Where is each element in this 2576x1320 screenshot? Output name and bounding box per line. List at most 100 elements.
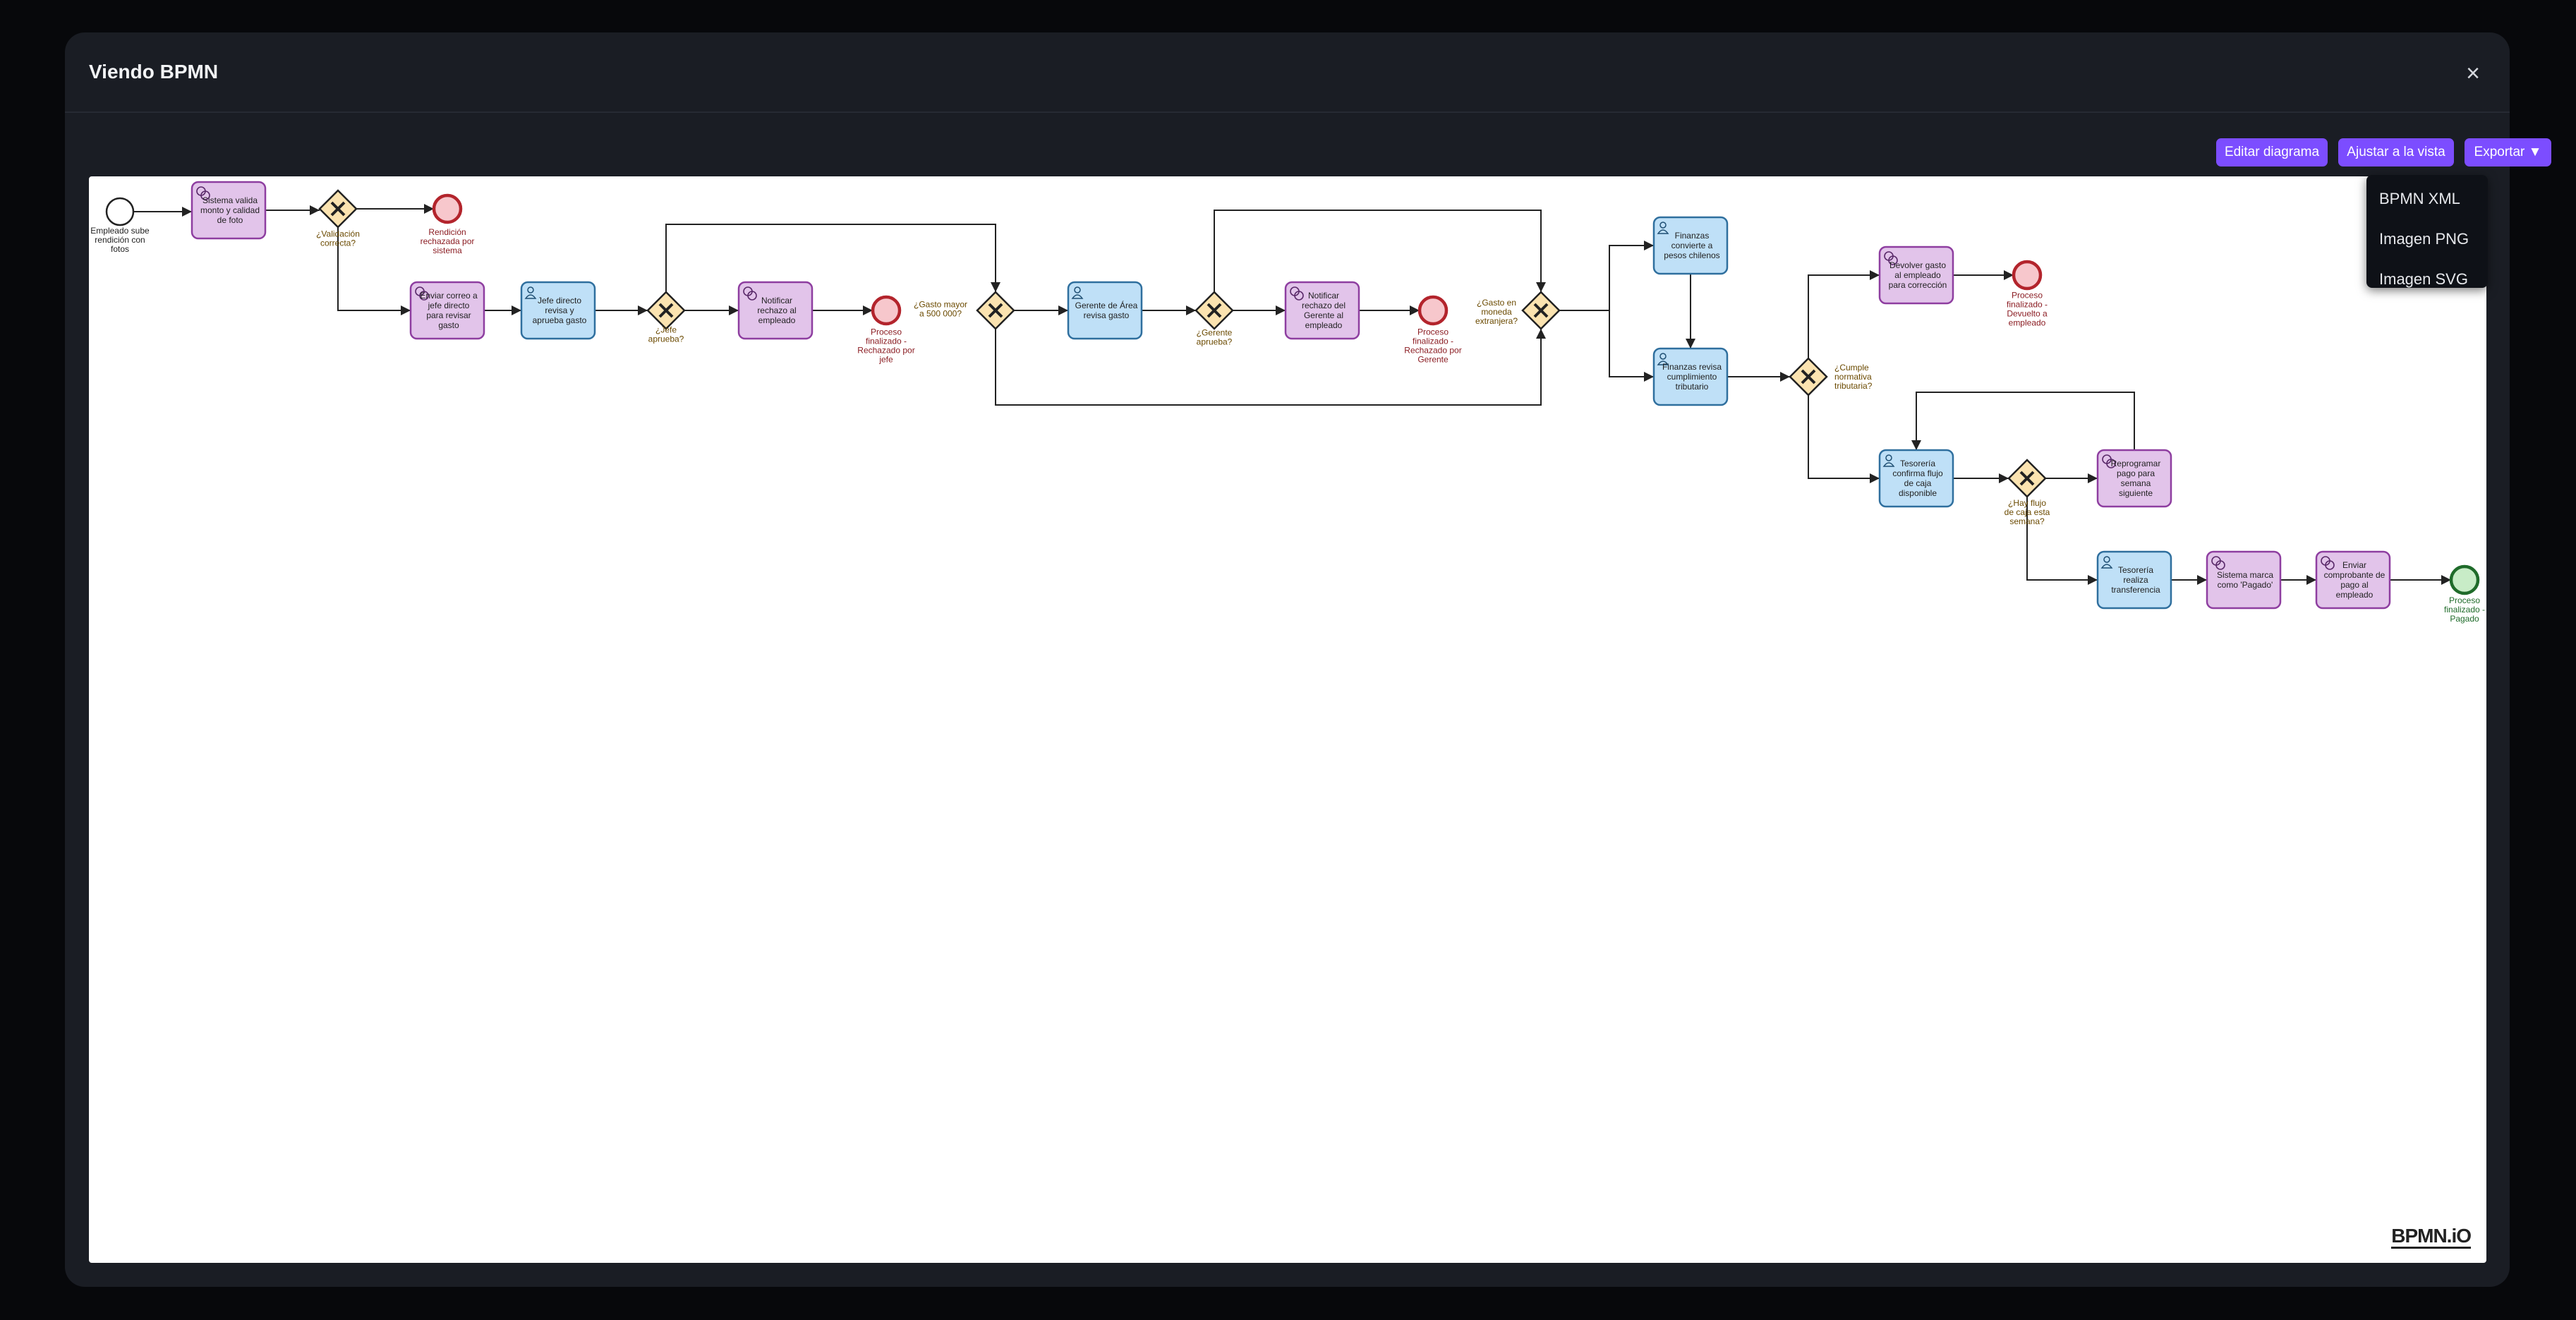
gear-icon <box>2325 560 2335 570</box>
task-t_email_boss[interactable] <box>409 281 485 340</box>
user-icon <box>2103 556 2110 563</box>
gateway-x-icon <box>1207 303 1222 318</box>
task-t_boss_review[interactable] <box>520 281 596 340</box>
fit-view-button[interactable]: Ajustar a la vista <box>2338 138 2454 166</box>
task-t_validate[interactable] <box>191 181 267 240</box>
user-icon <box>527 286 534 293</box>
gear-icon <box>200 190 210 200</box>
gear-icon <box>1888 255 1898 265</box>
bpmn-shapes <box>105 181 2480 610</box>
user-icon <box>524 294 537 299</box>
bpmn-viewer-modal: Viendo BPMN × Editar diagrama Ajustar a … <box>65 32 2551 1287</box>
end-event-e_returned[interactable] <box>2012 260 2043 291</box>
task-t_reschedule[interactable] <box>2096 449 2172 508</box>
close-icon[interactable]: × <box>2466 60 2480 87</box>
gateway-x-icon <box>988 303 1003 318</box>
modal-title: Viendo BPMN <box>89 61 219 83</box>
gateway-x-icon <box>1801 369 1816 385</box>
sequence-flow <box>1808 395 1880 483</box>
user-icon <box>1882 462 1895 467</box>
gear-icon <box>747 291 757 301</box>
gear-icon <box>419 291 429 301</box>
user-icon <box>1074 286 1081 293</box>
export-bpmn-xml[interactable]: BPMN XML <box>2379 190 2460 207</box>
task-t_tax_review[interactable] <box>1652 347 1729 406</box>
task-t_manager_review[interactable] <box>1067 281 1143 340</box>
task-t_notify_manager_reject[interactable] <box>1284 281 1360 340</box>
edit-diagram-button[interactable]: Editar diagrama <box>2216 138 2328 166</box>
task-t_mark_paid[interactable] <box>2206 550 2282 610</box>
gear-icon <box>2106 459 2116 468</box>
sequence-flow <box>337 227 411 315</box>
gateway-x-icon <box>330 201 346 217</box>
end-event-e_system[interactable] <box>432 193 463 224</box>
gear-icon <box>1294 291 1304 301</box>
gateway-x-icon <box>2019 471 2035 486</box>
end-event-e_boss[interactable] <box>871 295 902 326</box>
sequence-flow <box>1559 241 1654 311</box>
sequence-flow <box>1559 310 1654 382</box>
sequence-flows <box>133 204 2451 585</box>
sequence-flow <box>665 224 1000 292</box>
task-t_notify_reject[interactable] <box>737 281 814 340</box>
task-t_transfer[interactable] <box>2096 550 2172 610</box>
export-png[interactable]: Imagen PNG <box>2379 230 2469 248</box>
user-icon <box>1885 454 1892 461</box>
sequence-flow <box>1214 210 1546 292</box>
gear-icon <box>2215 560 2225 570</box>
user-icon <box>1071 294 1084 299</box>
task-t_convert[interactable] <box>1652 216 1729 275</box>
user-icon <box>1657 361 1669 365</box>
export-button[interactable]: Exportar ▼ <box>2465 138 2551 166</box>
task-t_return[interactable] <box>1878 246 1954 305</box>
sequence-flow <box>1808 270 1880 358</box>
sequence-flow <box>2026 497 2098 585</box>
sequence-flow <box>995 329 1546 406</box>
export-dropdown-menu: BPMN XML Imagen PNG Imagen SVG <box>2366 175 2488 288</box>
user-icon <box>1659 353 1667 360</box>
end-event-e_manager[interactable] <box>1417 295 1449 326</box>
start-event[interactable] <box>105 197 135 226</box>
bpmn-io-logo[interactable]: BPMN.iO <box>2391 1225 2472 1249</box>
end-event-e_paid[interactable] <box>2449 564 2480 595</box>
user-icon <box>1659 222 1667 229</box>
user-icon <box>1657 229 1669 234</box>
modal-header: Viendo BPMN × <box>65 32 2510 113</box>
task-t_send_receipt[interactable] <box>2315 550 2391 610</box>
gateway-x-icon <box>1533 303 1549 318</box>
task-t_cash_flow[interactable] <box>1878 449 1954 508</box>
sequence-flow <box>1911 392 2135 450</box>
gateway-x-icon <box>658 303 674 318</box>
export-svg[interactable]: Imagen SVG <box>2379 270 2468 288</box>
user-icon <box>2100 564 2113 569</box>
